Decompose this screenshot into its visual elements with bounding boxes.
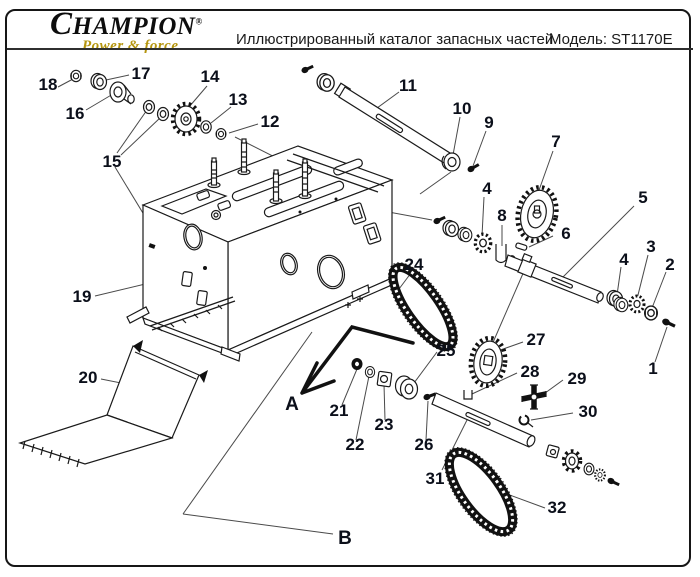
callout-9: 9	[484, 113, 493, 132]
callout-4a: 4	[482, 179, 492, 198]
carriage-bolts	[207, 138, 312, 205]
part-sprocket-7	[515, 185, 559, 243]
callout-24: 24	[405, 255, 424, 274]
part-nut-12	[215, 128, 227, 140]
part-clip-8	[495, 244, 507, 264]
model-label: Модель: ST1170E	[549, 31, 673, 48]
brand-name: CHAMPION®	[50, 8, 203, 41]
callout-15: 15	[103, 152, 122, 171]
catalog-title: Иллюстрированный каталог запасных частей	[236, 31, 554, 48]
callout-2: 2	[665, 255, 674, 274]
impeller-shaft-assembly	[351, 358, 621, 488]
part-bolt-1	[661, 317, 677, 330]
callout-12: 12	[261, 112, 280, 131]
part-washer-15b	[156, 106, 170, 122]
callout-16: 16	[66, 104, 85, 123]
callout-28: 28	[521, 362, 540, 381]
callout-30: 30	[579, 402, 598, 421]
part-key-6	[515, 242, 528, 251]
view-arrow-A	[300, 325, 415, 395]
brand-rest: HAMPION	[72, 13, 196, 40]
part-bracket-23	[376, 370, 393, 388]
callout-14: 14	[201, 67, 220, 86]
callout-labels: 18 17 16 15 14 13 12 19 11 10 9 7 4 8 6 …	[39, 64, 675, 549]
brand-initial: C	[50, 6, 73, 42]
part-bushing-4b	[613, 296, 629, 313]
callout-B: B	[338, 528, 352, 549]
callout-21: 21	[330, 401, 349, 420]
part-nut-18	[70, 69, 82, 83]
callout-22: 22	[346, 435, 365, 454]
part-end-fasteners	[545, 444, 621, 488]
callout-32: 32	[548, 498, 567, 517]
part-bearing-16	[109, 81, 135, 105]
page-frame	[5, 9, 691, 567]
drive-sprocket-assembly	[432, 185, 559, 264]
callout-20: 20	[79, 368, 98, 387]
callout-27: 27	[527, 330, 546, 349]
auger-bearing-assembly	[70, 69, 227, 140]
callout-29: 29	[568, 369, 587, 388]
callout-25: 25	[437, 341, 456, 360]
part-clip-30	[518, 414, 534, 428]
callout-A: A	[285, 394, 299, 415]
part-clip-28	[463, 390, 473, 400]
callout-23: 23	[375, 415, 394, 434]
callout-11: 11	[399, 76, 417, 95]
callout-6: 6	[561, 224, 570, 243]
part-star-washer-3	[628, 294, 646, 314]
part-sprocket-27	[468, 335, 508, 389]
part-bearing-flange-10	[441, 152, 461, 172]
part-sprocket-14	[170, 101, 202, 137]
part-shaft-5	[504, 252, 677, 330]
part-shaft-11	[300, 63, 481, 174]
part-joint-29	[521, 384, 547, 410]
part-pulley-25	[394, 375, 419, 400]
part-bushing	[457, 226, 473, 243]
part-cover-panel-20	[18, 340, 208, 468]
header-rule	[7, 48, 693, 50]
part-washer-13	[200, 120, 212, 134]
registered-mark-icon: ®	[195, 16, 203, 27]
part-bolt-9	[466, 161, 481, 174]
part-flange-4	[473, 232, 493, 254]
part-chain-32	[444, 447, 518, 537]
callout-18: 18	[39, 75, 58, 94]
callout-17: 17	[132, 64, 151, 83]
callout-4b: 4	[619, 250, 629, 269]
callout-8: 8	[497, 206, 506, 225]
callout-5: 5	[638, 188, 647, 207]
part-chain-24	[388, 262, 458, 352]
part-flange-nut-top	[316, 72, 335, 92]
part-bushing	[442, 219, 460, 238]
callout-10: 10	[453, 99, 472, 118]
part-housing-19	[126, 138, 395, 362]
callout-31: 31	[426, 469, 445, 488]
part-bolt-top	[300, 63, 315, 75]
part-washer-15a	[142, 99, 156, 115]
callout-13: 13	[229, 90, 248, 109]
callout-1: 1	[648, 359, 657, 378]
part-bushing-17	[90, 72, 108, 91]
callout-3: 3	[646, 237, 655, 256]
callout-7: 7	[551, 132, 560, 151]
callout-19: 19	[73, 287, 92, 306]
part-flange-nut-2	[643, 305, 659, 321]
part-shaft-31	[431, 392, 536, 448]
brand-logo: CHAMPION® Power & force	[50, 8, 203, 54]
callout-26: 26	[415, 435, 434, 454]
part-washer-22	[364, 365, 376, 379]
part-nut-21	[351, 358, 363, 370]
